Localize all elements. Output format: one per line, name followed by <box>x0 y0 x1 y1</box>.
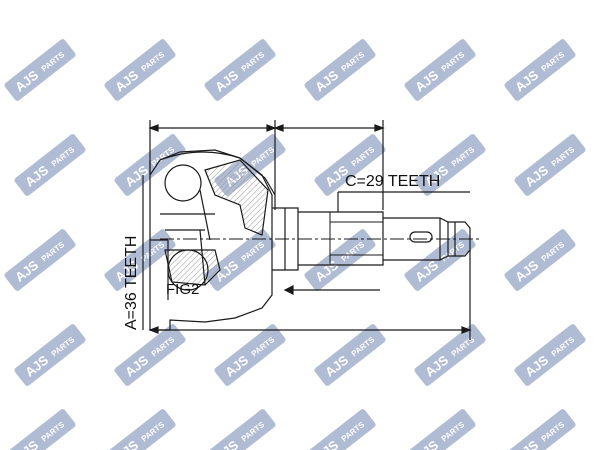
shaft <box>298 211 384 266</box>
cv-joint-part <box>142 120 482 340</box>
hatched-section-lower <box>164 249 221 286</box>
spline-marks <box>329 212 383 265</box>
a-teeth-label: A=36 TEETH <box>123 236 140 330</box>
c-teeth-label: C=29 TEETH <box>345 173 440 190</box>
hatched-section <box>204 159 269 236</box>
ball-upper <box>164 164 202 202</box>
housing-cap <box>149 151 276 196</box>
fig2-label: FIG2 <box>166 281 199 298</box>
housing-outer <box>149 149 273 331</box>
